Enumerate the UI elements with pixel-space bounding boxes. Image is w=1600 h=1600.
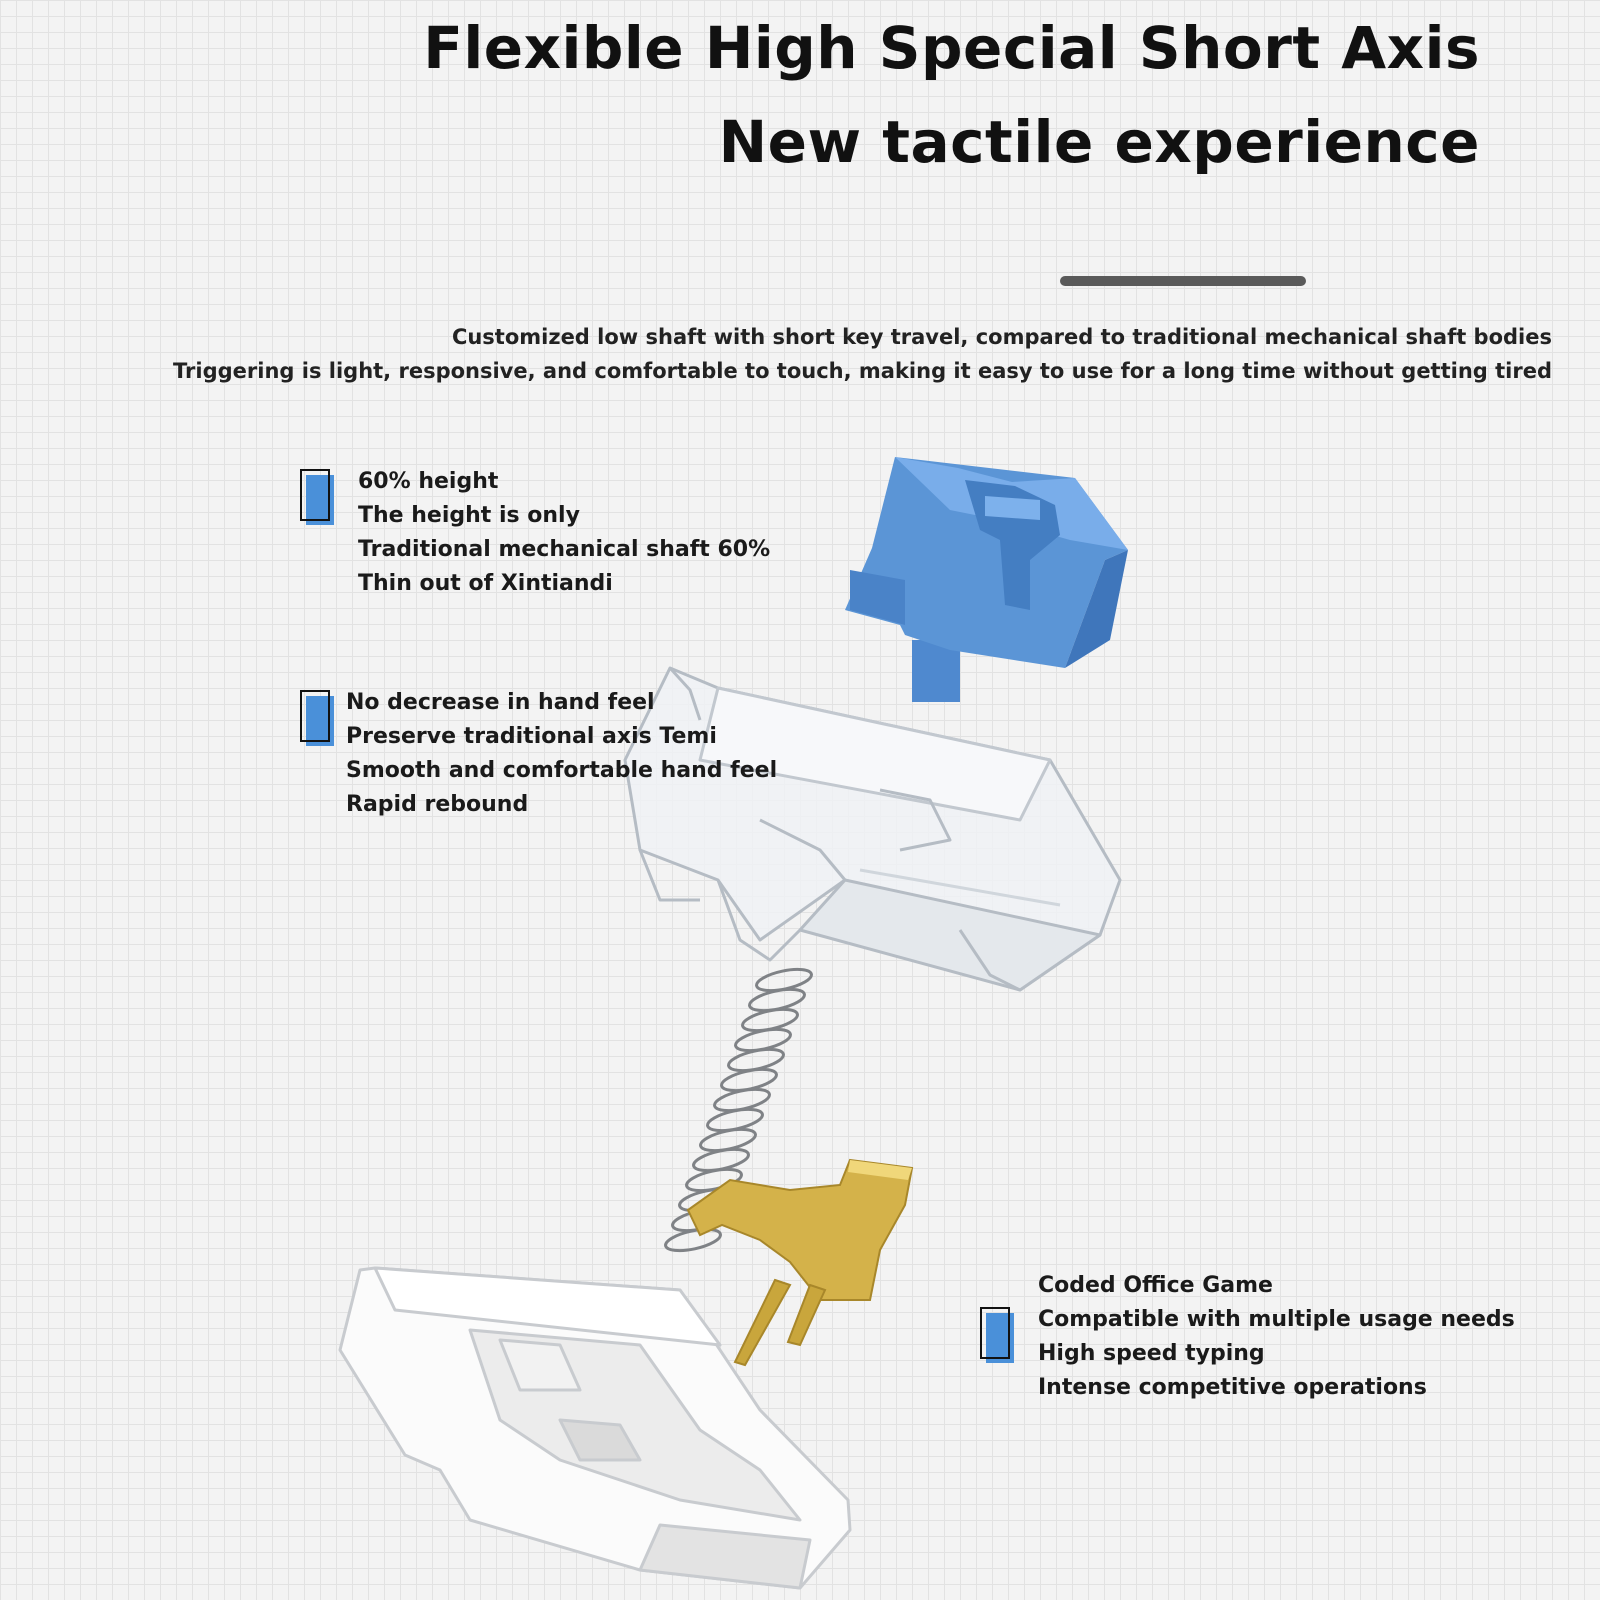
feature-text: Compatible with multiple usage needs — [1038, 1307, 1515, 1332]
feature-text: Thin out of Xintiandi — [358, 571, 613, 596]
feature-heading: Coded Office Game — [1038, 1273, 1273, 1298]
switch-base-icon — [338, 1266, 852, 1590]
metal-contact-icon — [686, 1158, 914, 1367]
key-stem-icon — [845, 457, 1128, 702]
feature-text: The height is only — [358, 503, 580, 528]
description-line-2: Triggering is light, responsive, and com… — [173, 359, 1552, 383]
feature-text: High speed typing — [1038, 1341, 1265, 1366]
feature-marker-icon — [980, 1307, 1014, 1363]
feature-text: Traditional mechanical shaft 60% — [358, 537, 771, 562]
description-line-1: Customized low shaft with short key trav… — [451, 325, 1552, 349]
title-divider — [1060, 276, 1306, 286]
feature-text: Smooth and comfortable hand feel — [346, 758, 778, 783]
feature-heading: 60% height — [358, 469, 499, 494]
page-subtitle-heading: New tactile experience — [718, 108, 1480, 176]
feature-heading: No decrease in hand feel — [346, 690, 655, 715]
feature-marker-icon — [300, 690, 334, 746]
page-title: Flexible High Special Short Axis — [423, 14, 1480, 82]
feature-marker-icon — [300, 469, 334, 525]
feature-text: Rapid rebound — [346, 792, 529, 817]
feature-text: Intense competitive operations — [1038, 1375, 1427, 1400]
feature-text: Preserve traditional axis Temi — [346, 724, 717, 749]
switch-housing-icon — [623, 666, 1122, 992]
